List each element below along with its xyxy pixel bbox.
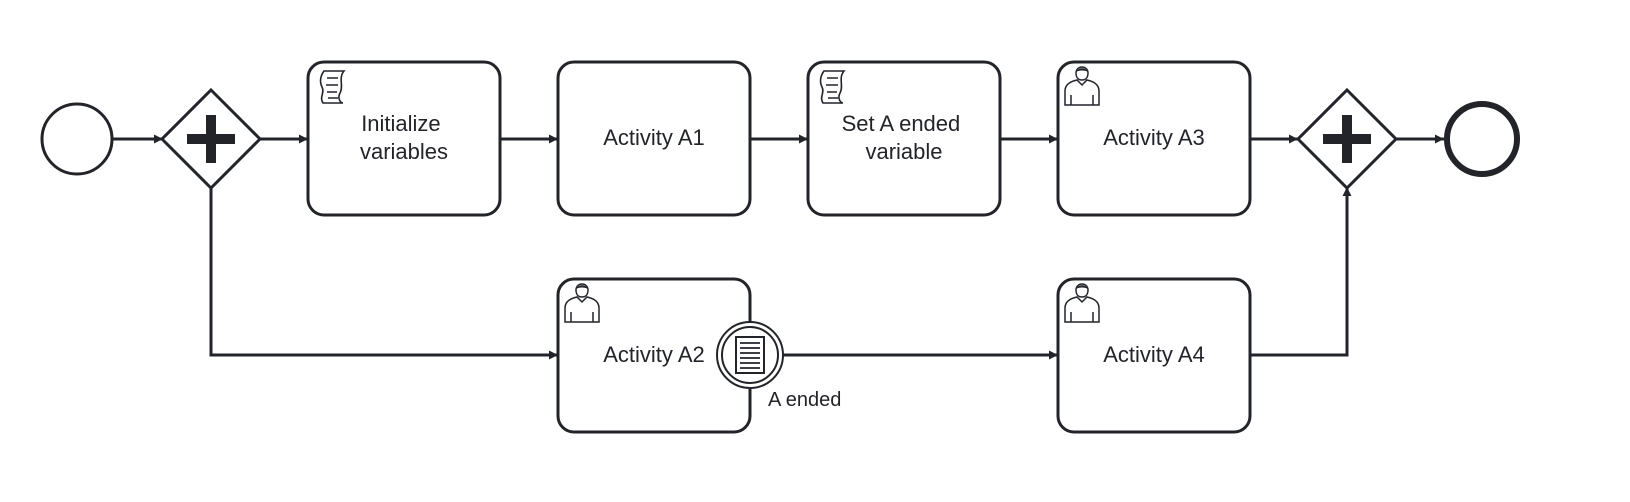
task-label: variable (865, 139, 942, 164)
task-activity-a2[interactable]: Activity A2 (556, 277, 752, 434)
task-activity-a3[interactable]: Activity A3 (1056, 60, 1252, 217)
parallel-join-gateway[interactable] (1295, 87, 1399, 191)
task-initialize-variables[interactable]: Initialize variables (306, 60, 502, 217)
task-set-a-ended-variable[interactable]: Set A ended variable (806, 60, 1002, 217)
flow-a4-to-join[interactable] (1250, 187, 1352, 357)
task-activity-a1[interactable]: Activity A1 (556, 60, 752, 217)
task-label: variables (360, 139, 448, 164)
svg-text:Initialize variables: Initialize variables (360, 111, 448, 164)
task-label: Set A ended (842, 111, 961, 136)
task-label: Activity A2 (603, 342, 704, 367)
start-event[interactable] (40, 102, 114, 176)
task-label: Initialize (361, 111, 440, 136)
task-activity-a4[interactable]: Activity A4 (1056, 277, 1252, 434)
task-label: Activity A3 (1103, 125, 1204, 150)
plus-icon (1323, 115, 1371, 163)
task-label: Activity A4 (1103, 342, 1204, 367)
end-event[interactable] (1444, 101, 1520, 177)
svg-text:Set A ended variable: Set A ended variable (842, 111, 967, 164)
plus-icon (187, 115, 235, 163)
task-label: Activity A1 (603, 125, 704, 150)
parallel-split-gateway[interactable] (159, 87, 263, 191)
flow-split-to-a2[interactable] (209, 187, 558, 360)
sequence-flows (113, 134, 1444, 360)
boundary-event-a-ended[interactable] (716, 321, 784, 389)
boundary-event-label: A ended (768, 389, 841, 411)
conditional-document-icon (735, 336, 765, 374)
